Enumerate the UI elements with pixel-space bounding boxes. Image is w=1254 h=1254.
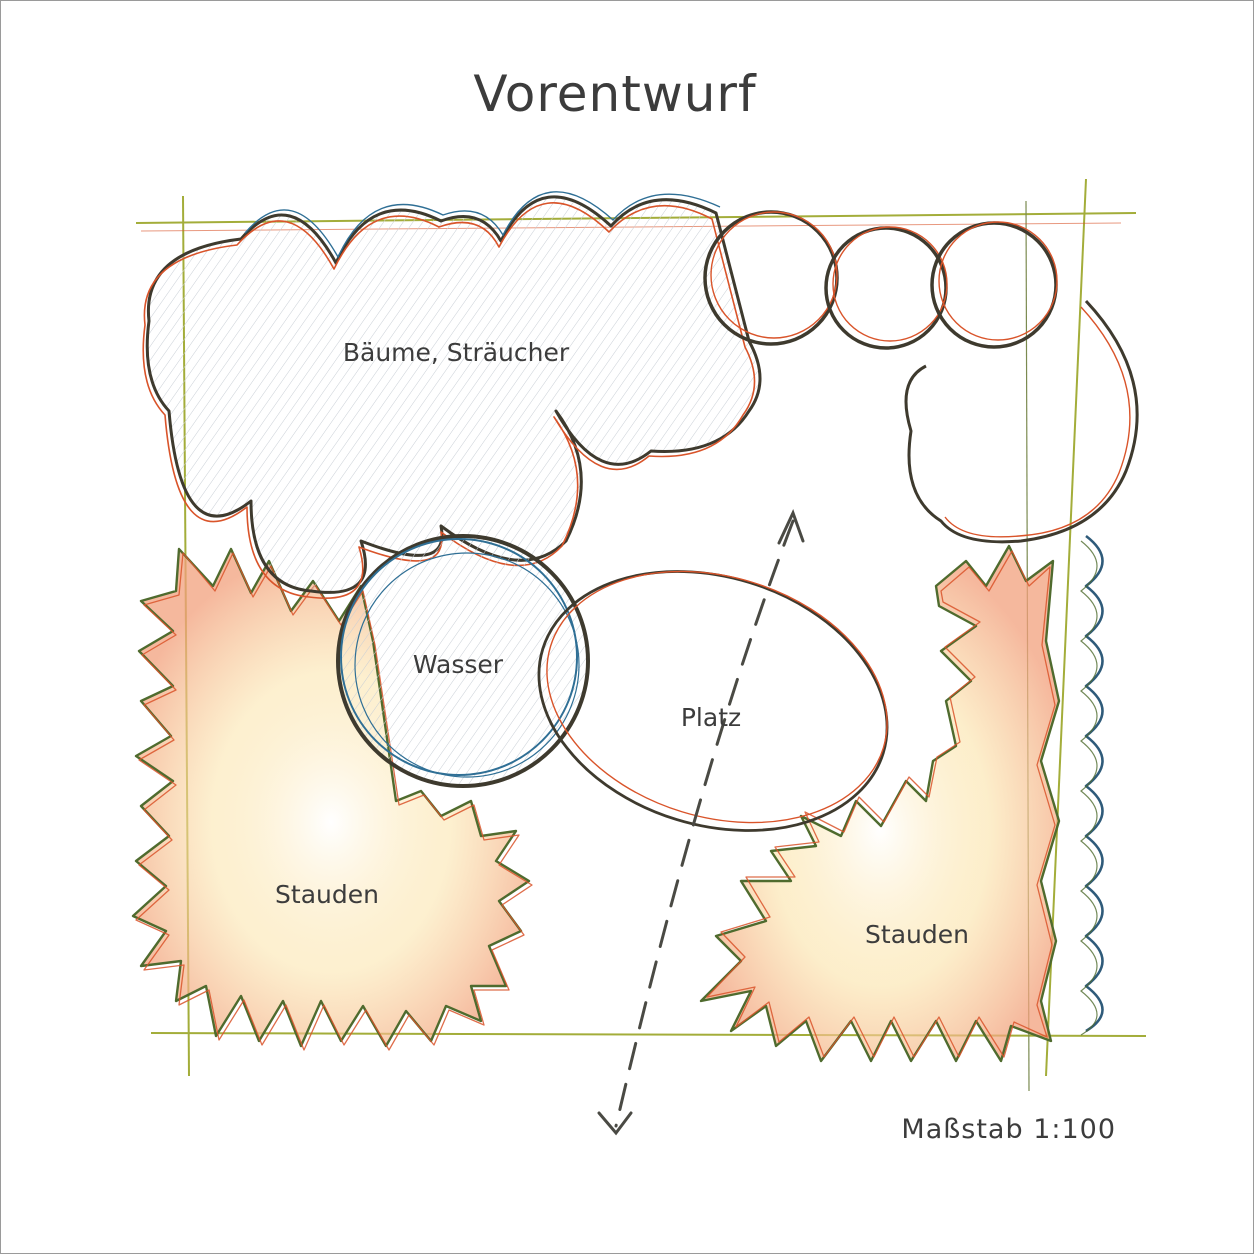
arrow-head-down bbox=[597, 1111, 633, 1136]
perennials-right-bed bbox=[699, 544, 1061, 1063]
water-circle bbox=[336, 534, 590, 788]
path-line bbox=[614, 519, 795, 1128]
perennials-right-shape bbox=[699, 544, 1061, 1063]
tree-circle bbox=[930, 221, 1058, 349]
patio-label: Platz bbox=[681, 703, 741, 732]
perennials-right-label: Stauden bbox=[865, 920, 969, 949]
scale-label: Maßstab 1:100 bbox=[901, 1114, 1116, 1145]
patio-ellipse bbox=[537, 570, 889, 832]
trees-shrubs-outline bbox=[145, 195, 762, 594]
trees-shrubs-area bbox=[142, 191, 762, 599]
tree-circle bbox=[824, 226, 948, 350]
patio-area bbox=[537, 570, 889, 832]
tree-circles bbox=[703, 210, 1139, 544]
arrow-head-up bbox=[777, 509, 805, 545]
trees-label: Bäume, Sträucher bbox=[343, 338, 570, 367]
plan-title: Vorentwurf bbox=[473, 65, 757, 123]
water-label: Wasser bbox=[413, 650, 504, 679]
perennials-left-label: Stauden bbox=[275, 880, 379, 909]
water-feature bbox=[336, 534, 590, 788]
path-arrow bbox=[597, 509, 805, 1136]
